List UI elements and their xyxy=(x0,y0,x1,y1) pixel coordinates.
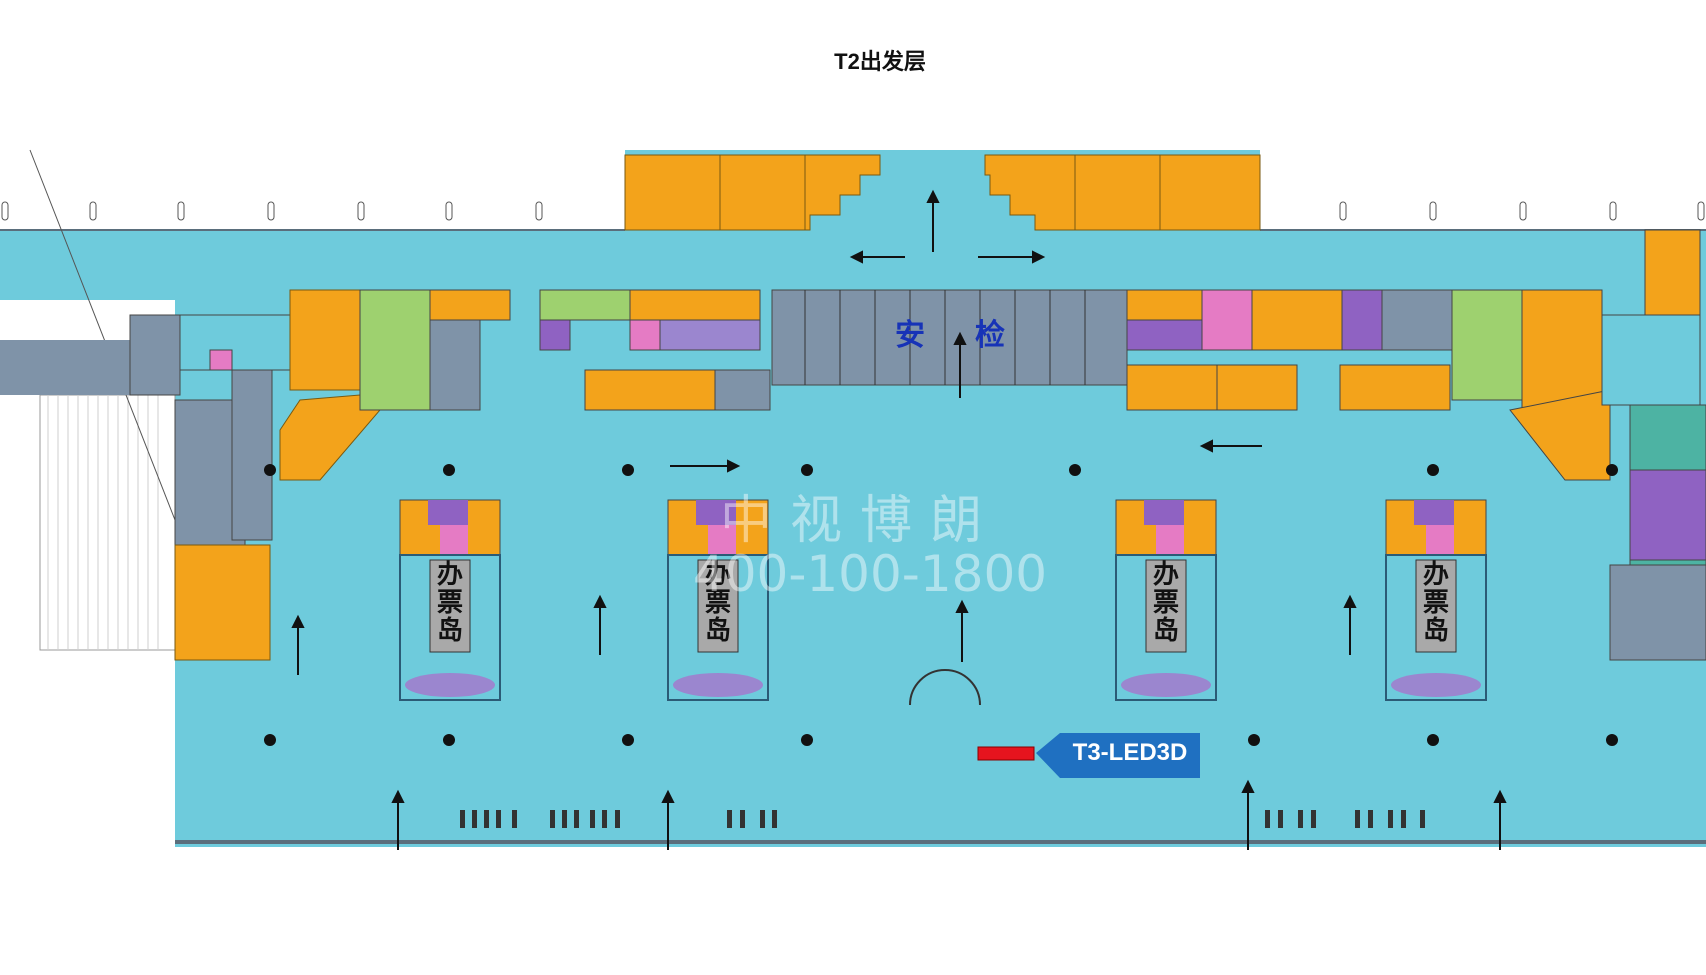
security-area xyxy=(771,289,1128,386)
security-label-left: 安 xyxy=(895,319,925,352)
central-arch xyxy=(909,669,981,706)
page-title: T2出发层 xyxy=(834,49,926,74)
columns xyxy=(264,464,1618,746)
bottom-benches xyxy=(460,810,1425,828)
left-gallery xyxy=(0,289,381,661)
checkin-island-label-1: 办票岛 xyxy=(436,559,463,645)
led-callout-arrow xyxy=(1036,733,1200,778)
left-ramp-area xyxy=(29,149,176,651)
led-location-marker xyxy=(977,746,1035,761)
checkin-island-3 xyxy=(1115,499,1217,701)
checkin-island-label-4: 办票岛 xyxy=(1422,559,1449,645)
upper-right-blocks xyxy=(1126,229,1706,661)
bollards xyxy=(1,201,1705,221)
security-label-right: 检 xyxy=(975,319,1005,352)
checkin-island-2 xyxy=(667,499,769,701)
flow-arrows xyxy=(291,189,1507,850)
checkin-island-label-2: 办票岛 xyxy=(704,559,731,645)
checkin-island-4 xyxy=(1385,499,1487,701)
top-shops xyxy=(624,154,1261,231)
led-callout-label: T3-LED3D xyxy=(1072,739,1188,766)
upper-left-blocks xyxy=(359,289,771,411)
checkin-island-1 xyxy=(399,499,501,701)
checkin-island-label-3: 办票岛 xyxy=(1152,559,1179,645)
